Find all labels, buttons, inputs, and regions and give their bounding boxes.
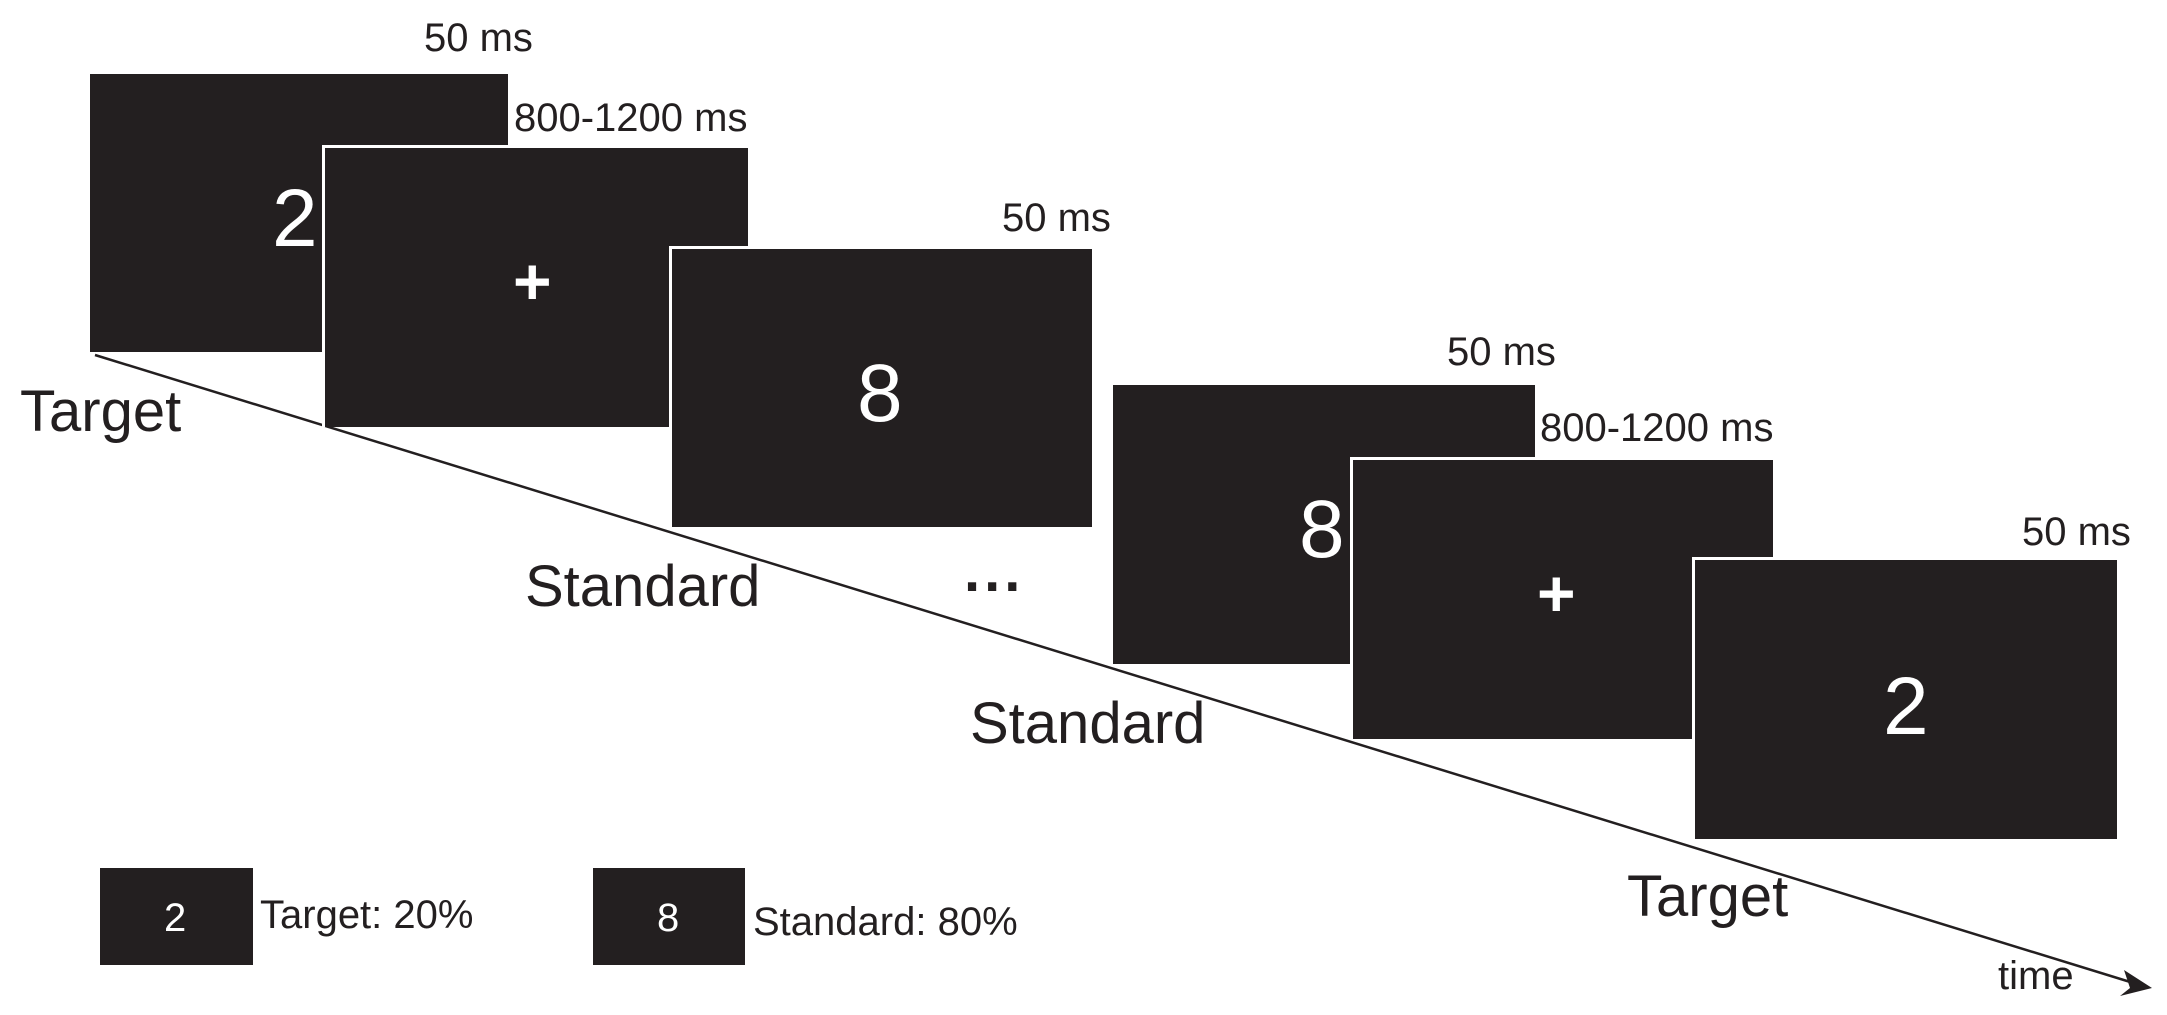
legend-standard-label: Standard: 80% — [753, 900, 1018, 944]
fixation-duration-label: 800-1200 ms — [514, 96, 748, 140]
legend-standard-digit: 8 — [657, 896, 680, 940]
target-condition-label: Target — [1627, 864, 1789, 929]
target-digit: 2 — [1883, 661, 1929, 752]
ellipsis: ... — [964, 539, 1025, 604]
standard-screen: 8 — [669, 246, 1092, 527]
legend-standard-box: 8 — [593, 868, 745, 965]
fixation-cross: + — [513, 244, 552, 318]
fixation-duration-label: 800-1200 ms — [1540, 406, 1774, 450]
legend-target-label: Target: 20% — [260, 893, 474, 937]
standard-condition-label: Standard — [525, 554, 761, 619]
standard-digit: 8 — [1299, 484, 1345, 575]
time-axis-line — [94, 353, 2141, 987]
standard-digit: 8 — [857, 348, 903, 439]
target-duration-label: 50 ms — [2022, 510, 2131, 554]
standard-condition-label: Standard — [970, 691, 1206, 756]
target-duration-label: 50 ms — [424, 16, 533, 60]
legend-target-digit: 2 — [164, 896, 187, 940]
standard-duration-label: 50 ms — [1002, 196, 1111, 240]
time-axis-label: time — [1998, 954, 2074, 998]
standard-duration-label: 50 ms — [1447, 330, 1556, 374]
time-axis-arrowhead — [2120, 970, 2152, 996]
target-digit: 2 — [272, 173, 318, 264]
target-condition-label: Target — [20, 379, 182, 444]
target-screen: 2 — [1692, 557, 2117, 839]
legend-target-box: 2 — [100, 868, 253, 965]
fixation-cross: + — [1537, 556, 1576, 630]
